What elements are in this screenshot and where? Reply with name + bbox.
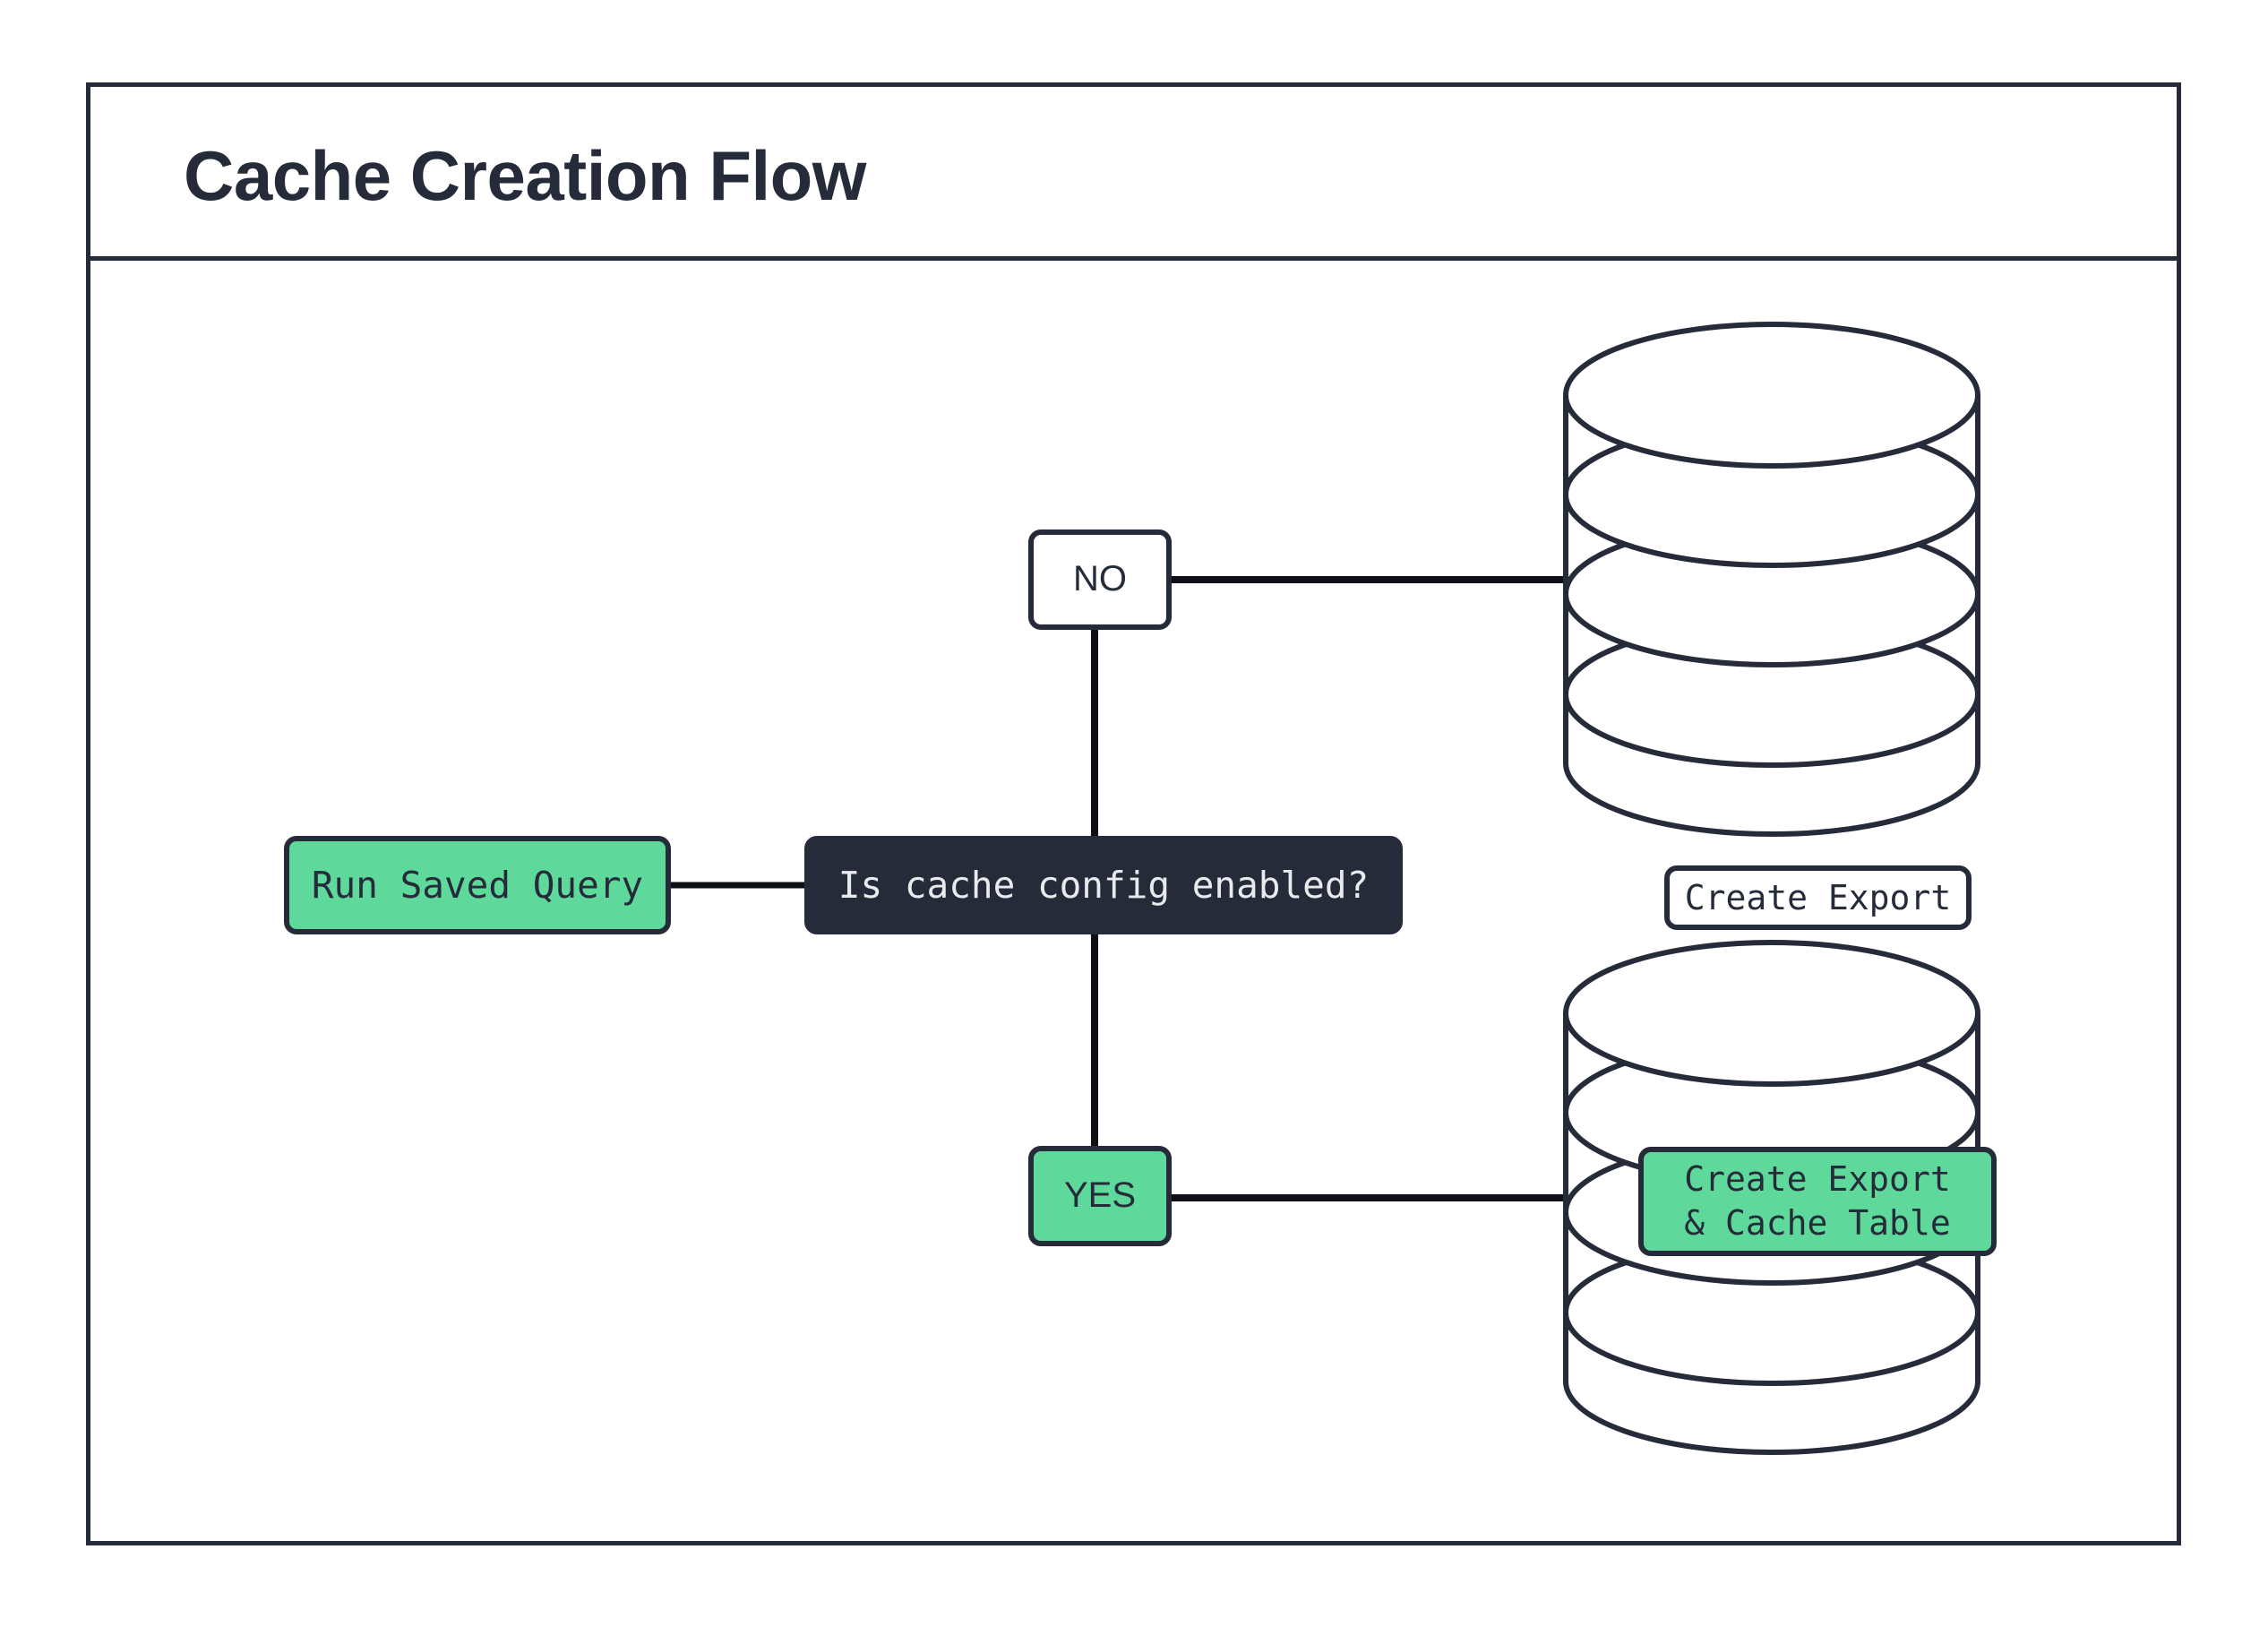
node-branch-yes[interactable]: YES	[1028, 1146, 1172, 1246]
node-decision-is-cache-config-enabled[interactable]: Is cache config enabled?	[804, 836, 1403, 934]
page-title: Cache Creation Flow	[184, 136, 866, 215]
diagram-header	[90, 87, 2177, 261]
diagram-frame: Cache Creation Flow	[86, 82, 2181, 1545]
node-run-saved-query[interactable]: Run Saved Query	[284, 836, 671, 934]
node-branch-no[interactable]: NO	[1028, 529, 1172, 630]
node-label-create-export[interactable]: Create Export	[1664, 865, 1972, 930]
node-label-create-export-and-cache-table[interactable]: Create Export & Cache Table	[1638, 1147, 1997, 1256]
